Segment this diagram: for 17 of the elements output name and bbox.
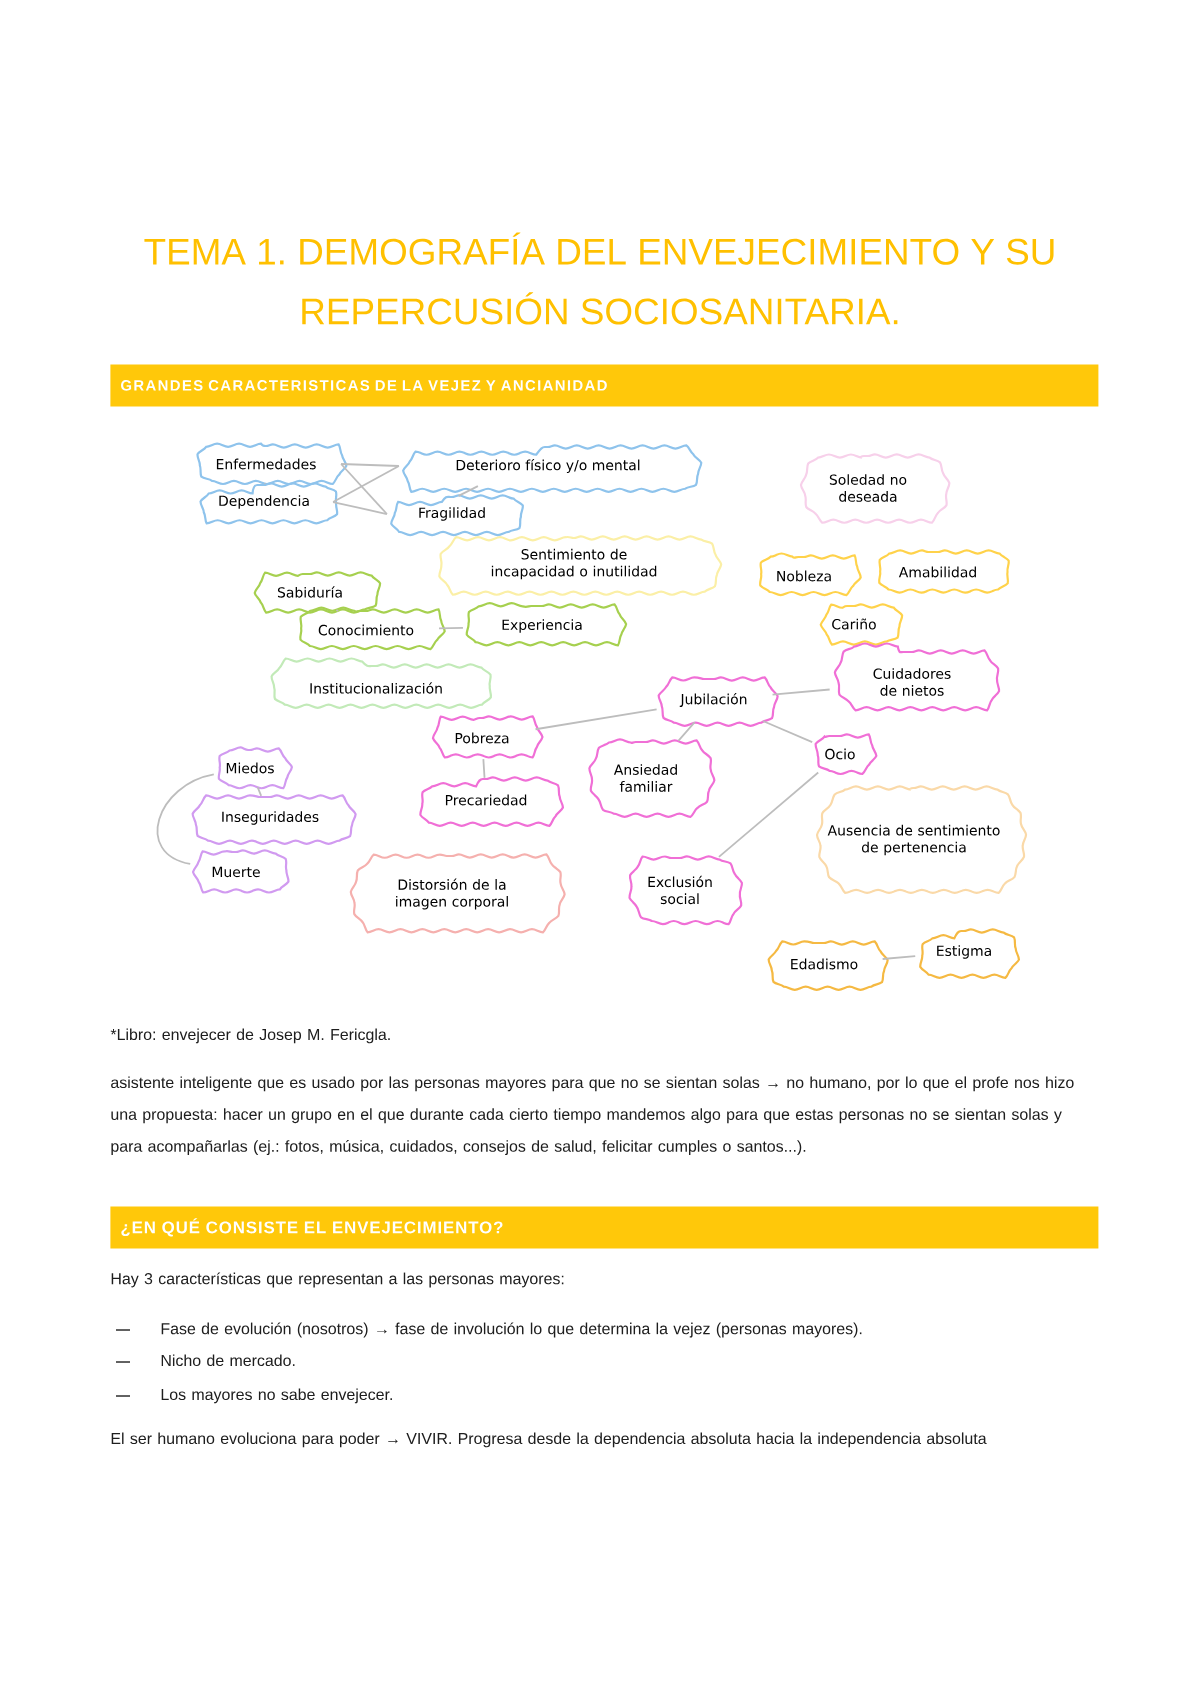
connector-line [771, 688, 831, 696]
connector-line [256, 786, 263, 797]
connector-line [482, 758, 486, 779]
connector-line [340, 463, 400, 467]
connector-line [438, 626, 464, 630]
connector-line [718, 771, 820, 858]
title: TEMA 1. DEMOGRAFÍA DEL ENVEJECIMIENTO Y SU REPERCUSIÓN SOCIOSANITARIA. [144, 232, 1054, 325]
connector-line [677, 721, 696, 742]
connector-line [332, 465, 400, 503]
connector-line [457, 485, 479, 497]
connector-line [156, 773, 215, 865]
connector-line [534, 708, 658, 731]
connector-line [340, 463, 388, 515]
connector-line [762, 720, 814, 743]
connector-line [332, 501, 388, 515]
connector-line [881, 955, 917, 960]
section-header-bar: ¿EN QUÉ CONSISTE EL ENVEJECIMIENTO? [110, 1206, 1099, 1249]
